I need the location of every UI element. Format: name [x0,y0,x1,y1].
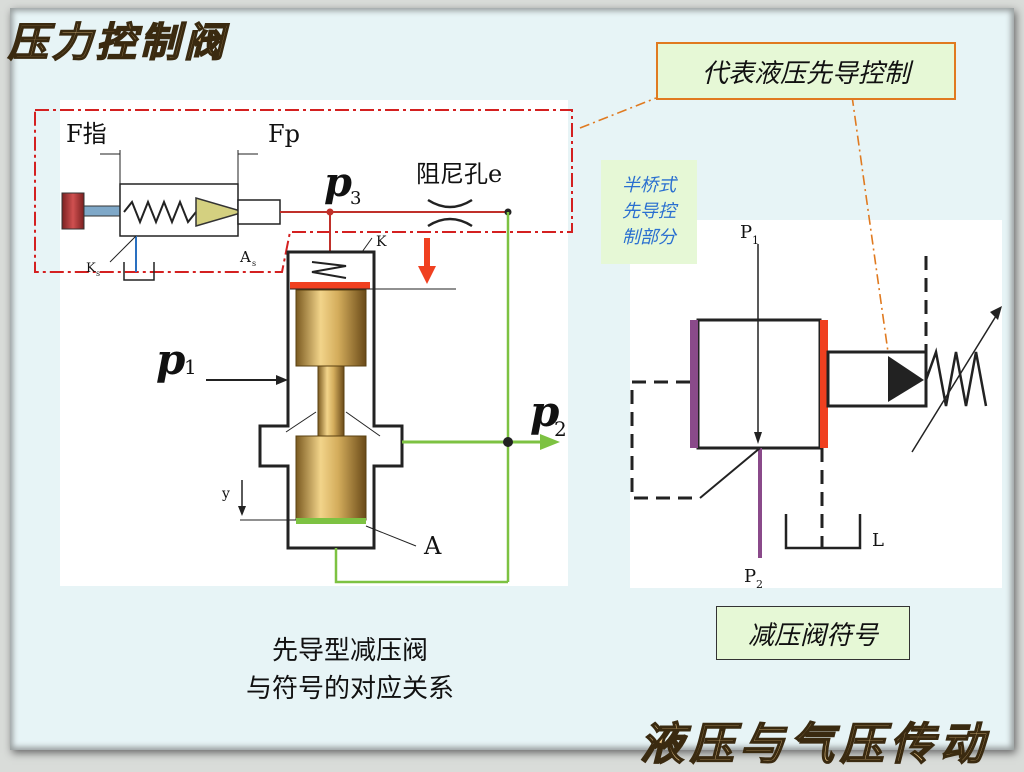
diagram-caption: 先导型减压阀 与符号的对应关系 [200,632,500,708]
label-f-zhi: F指 [66,120,107,148]
pressure-arrow [424,238,430,268]
label-ks-sub: s [96,269,100,278]
label-sym-l: L [872,530,884,551]
pilot-spring [123,199,197,225]
spool-top-plate [290,282,370,289]
half-bridge-line-3: 制部分 [622,227,676,248]
label-sym-p2-sub: 2 [756,578,763,591]
label-p2: p [530,387,559,436]
symbol-feedback-dash [630,380,700,500]
valve-symbol-callout: 减压阀符号 [716,606,910,660]
symbol-left-edge [690,320,698,448]
symbol-adjust-arrow [911,315,997,453]
pilot-control-callout: 代表液压先导控制 [656,42,956,100]
damping-orifice [427,198,473,228]
spool-upper [295,289,367,367]
label-a: A [423,532,442,560]
pilot-stem [83,205,123,217]
course-title: 液压与气压传动 [639,718,990,771]
half-bridge-callout: 半桥式 先导控 制部分 [601,160,697,264]
symbol-right-edge [820,320,828,448]
pilot-knob [61,192,85,230]
label-k: K [376,234,387,250]
spool-stem [317,365,345,439]
label-sym-p1: P [740,222,752,243]
half-bridge-line-1: 半桥式 [622,175,676,196]
main-spring [311,261,347,279]
label-ks: K [86,261,96,276]
page-title: 压力控制阀 [7,18,228,67]
label-as-sub: s [252,259,256,268]
pilot-leader-left [579,97,657,129]
pilot-drain [123,262,155,281]
label-as: A [239,248,251,266]
symbol-tank [784,514,862,550]
caption-line-2: 与符号的对应关系 [245,674,454,704]
feedback-line [334,548,508,584]
symbol-envelope [696,318,822,450]
label-y: y [221,486,230,502]
label-fp: Fp [268,120,300,148]
label-sym-p2: P [744,566,756,587]
label-p1: p [156,335,185,384]
label-p3: p [324,159,352,206]
spool-lower [295,435,367,521]
pilot-poppet [195,197,247,227]
symbol-pilot-triangle [888,356,924,402]
label-sym-p1-sub: 1 [752,234,759,247]
symbol-spring [924,347,988,407]
label-damping-orifice: 阻尼孔e [416,160,502,188]
pilot-section-outline [34,109,573,273]
caption-line-1: 先导型减压阀 [271,636,428,666]
label-p2-sub: 2 [554,417,567,441]
pilot-leader-right [851,95,889,353]
spool-bottom-plate [296,518,366,524]
pilot-seat [237,199,281,225]
label-p1-sub: 1 [184,355,197,379]
half-bridge-line-2: 先导控 [622,201,676,222]
label-p3-sub: 3 [350,188,361,209]
